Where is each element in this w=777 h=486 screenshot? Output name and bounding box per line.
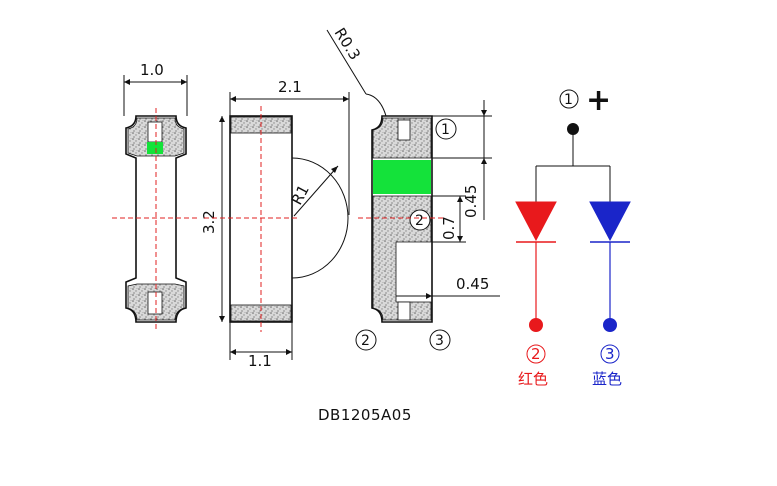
green-chip xyxy=(147,142,163,154)
blue-diode-icon xyxy=(589,201,631,242)
side-view: 1.0 xyxy=(112,61,200,332)
pad-pin-3-label: 3 xyxy=(435,333,444,349)
legend-red-pin: 2 xyxy=(531,345,541,363)
dim-lens-width: 1.1 xyxy=(248,352,272,370)
plus-sign: + xyxy=(586,83,611,118)
red-diode-icon xyxy=(515,201,557,242)
schematic-pin-1-label: 1 xyxy=(564,92,573,108)
pad-pin-2-inner-label: 2 xyxy=(415,213,424,229)
schematic: 1 + 2 红色 3 蓝色 xyxy=(515,83,631,388)
dim-height: 3.2 xyxy=(200,210,218,234)
dim-pad-width: 0.45 xyxy=(456,275,489,293)
dim-length: 2.1 xyxy=(278,78,302,96)
dim-pad-gap-2: 0.7 xyxy=(440,216,458,240)
green-band xyxy=(373,160,431,194)
legend-blue-pin: 3 xyxy=(605,345,615,363)
part-number: DB1205A05 xyxy=(318,406,412,424)
legend-blue-label: 蓝色 xyxy=(592,370,622,388)
pad-pin-1-label: 1 xyxy=(441,122,450,138)
legend-red-label: 红色 xyxy=(518,370,548,388)
pad-pin-2-label: 2 xyxy=(361,333,370,349)
dim-width-side: 1.0 xyxy=(140,61,164,79)
front-view: 2.1 3.2 R1 1.1 xyxy=(200,78,350,370)
dim-pad-gap-1: 0.45 xyxy=(462,185,480,218)
pad-view: R0.3 1 2 2 3 0.45 0 xyxy=(326,25,500,351)
